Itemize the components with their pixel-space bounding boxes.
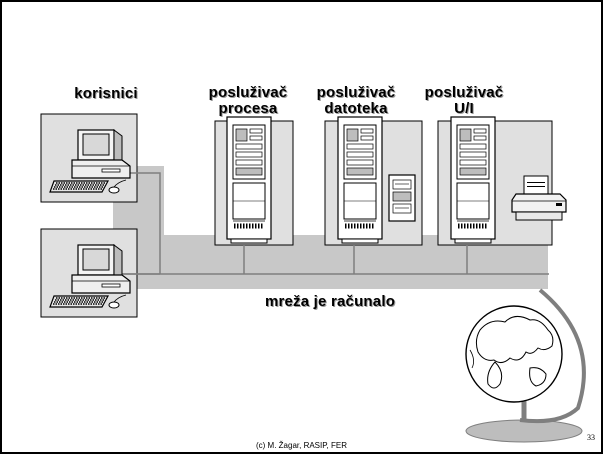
file-server-label-line1: posluživač xyxy=(316,84,396,101)
network-band xyxy=(138,166,548,289)
printer-icon xyxy=(511,175,567,221)
page-number: 33 xyxy=(587,433,595,442)
globe-icon xyxy=(465,288,586,443)
io-server-label-line2: U/I xyxy=(454,100,474,117)
process-server-label-line1: posluživač xyxy=(208,84,288,101)
io-server-icon xyxy=(451,117,495,243)
file-server-label: posluživač datoteka xyxy=(306,85,406,117)
process-server-label: posluživač procesa xyxy=(198,85,298,117)
process-server-label-line2: procesa xyxy=(218,100,278,117)
network-caption: mreža je računalo xyxy=(264,293,396,310)
io-server-label-line1: posluživač xyxy=(424,84,504,101)
io-server-label: posluživač U/I xyxy=(414,85,514,117)
disk-storage-icon xyxy=(388,174,416,222)
process-server-icon xyxy=(227,117,271,243)
file-server-label-line2: datoteka xyxy=(324,100,388,117)
network-lines xyxy=(118,172,549,275)
users-label: korisnici xyxy=(74,85,138,102)
file-server-icon xyxy=(338,117,382,243)
footer-credit: (c) M. Žagar, RASIP, FER xyxy=(256,441,347,450)
